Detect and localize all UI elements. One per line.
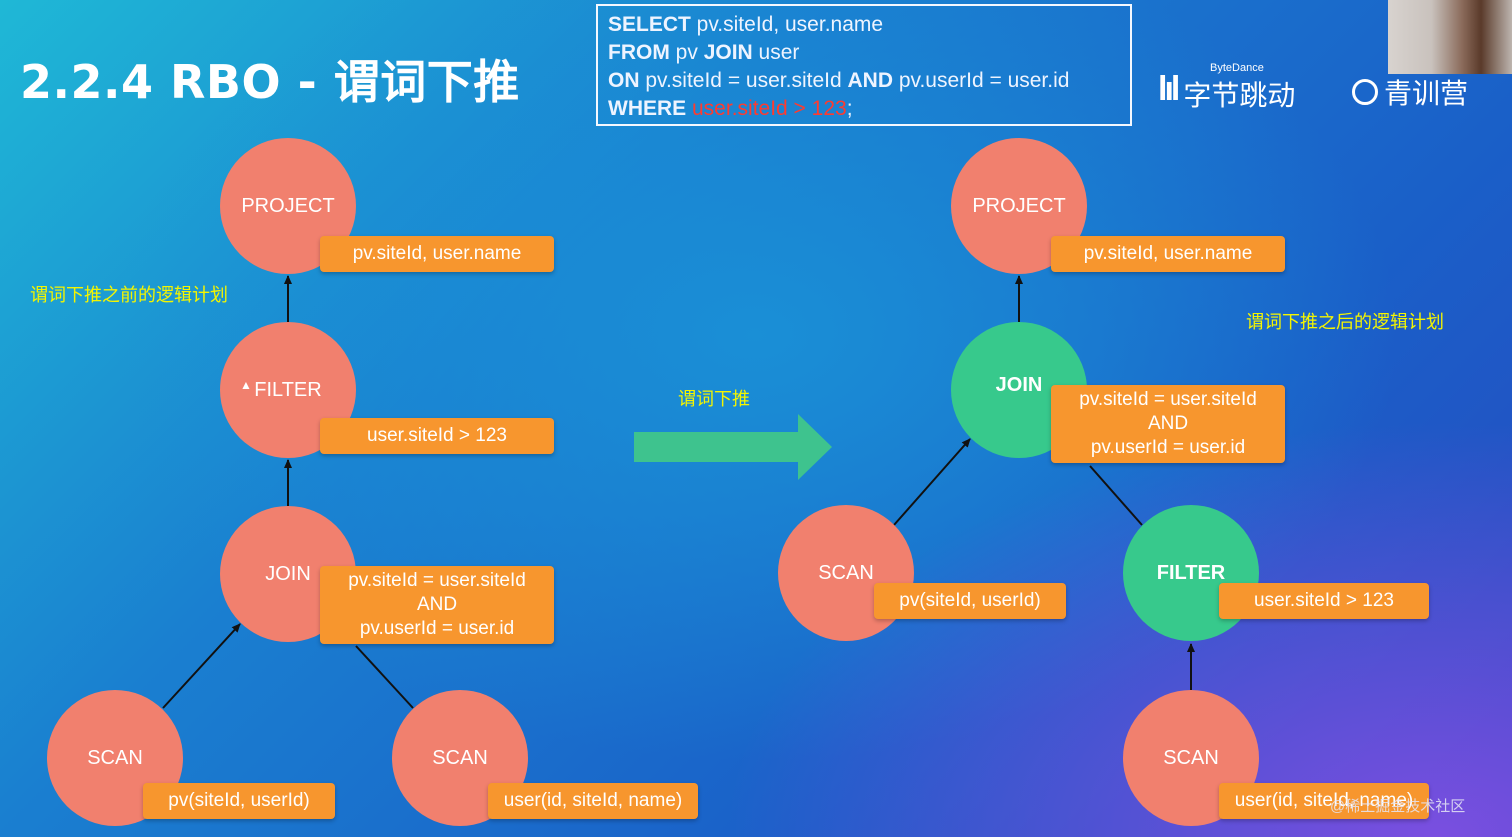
pushdown-arrow-caption: 谓词下推: [678, 389, 750, 409]
sql-text: ;: [846, 97, 853, 120]
sql-keyword: WHERE: [608, 97, 687, 120]
left-scan-user-label: user(id, siteId, name): [488, 783, 698, 819]
right-plan-caption: 谓词下推之后的逻辑计划: [1246, 312, 1444, 332]
sql-text: pv.siteId = user.siteId: [639, 69, 848, 92]
edge-scan-pv-to-join: [162, 623, 241, 709]
join-condition-line: pv.siteId = user.siteId: [348, 570, 526, 591]
node-label: JOIN: [995, 373, 1043, 396]
edge-scan-pv-to-join-right: [893, 438, 971, 526]
node-label: PROJECT: [241, 194, 335, 217]
join-condition-line: pv.userId = user.id: [1090, 437, 1246, 458]
edge-scan-user-to-join: [355, 645, 414, 709]
right-join-label: pv.siteId = user.siteId AND pv.userId = …: [1051, 385, 1285, 463]
right-filter-node: FILTER: [1123, 505, 1259, 641]
sql-text: pv.userId = user.id: [892, 69, 1070, 92]
qingxunying-mark-icon: [1352, 79, 1378, 105]
sql-highlight-condition: user.siteId > 123: [686, 97, 847, 120]
qingxunying-logo-text: 青训营: [1384, 78, 1469, 109]
right-project-label: pv.siteId, user.name: [1051, 236, 1285, 272]
join-condition-line: pv.siteId = user.siteId: [1079, 389, 1257, 410]
left-join-label: pv.siteId = user.siteId AND pv.userId = …: [320, 566, 554, 644]
sql-keyword: ON: [608, 69, 640, 92]
join-condition-line: pv.userId = user.id: [359, 618, 515, 639]
left-project-label: pv.siteId, user.name: [320, 236, 554, 272]
node-label: SCAN: [818, 561, 874, 584]
sql-keyword: JOIN: [703, 41, 753, 64]
bytedance-logo-small-text: ByteDance: [1210, 62, 1264, 74]
node-label: SCAN: [1163, 746, 1219, 769]
right-scan-pv-label: pv(siteId, userId): [874, 583, 1066, 619]
node-label: JOIN: [265, 562, 311, 585]
join-condition-line: AND: [1147, 413, 1189, 434]
node-label: SCAN: [87, 746, 143, 769]
right-scan-pv-node: SCAN: [778, 505, 914, 641]
sql-query-box: SELECT pv.siteId, user.name FROM pv JOIN…: [596, 4, 1132, 126]
left-scan-pv-label: pv(siteId, userId): [143, 783, 335, 819]
join-condition-line: AND: [416, 594, 458, 615]
left-filter-label: user.siteId > 123: [320, 418, 554, 454]
sql-text: user: [752, 41, 800, 64]
sql-keyword: FROM: [608, 41, 670, 64]
bytedance-logo: lıl ByteDance 字节跳动: [1158, 62, 1296, 114]
webcam-overlay: [1388, 0, 1512, 74]
sql-text: pv.siteId, user.name: [690, 13, 884, 36]
pushdown-arrow-icon: [634, 414, 832, 480]
node-label: FILTER: [1156, 561, 1226, 584]
node-label: PROJECT: [972, 194, 1066, 217]
bytedance-logo-text: 字节跳动: [1183, 80, 1296, 111]
right-filter-label: user.siteId > 123: [1219, 583, 1429, 619]
edge-filter-to-join-right: [1089, 465, 1143, 526]
slide-title: 2.2.4 RBO - 谓词下推: [20, 55, 520, 109]
left-plan-caption: 谓词下推之前的逻辑计划: [30, 285, 228, 305]
mouse-cursor-icon: ▲: [240, 378, 252, 392]
node-label: SCAN: [432, 746, 488, 769]
right-scan-user-label: user(id, siteId, name): [1219, 783, 1429, 819]
sql-keyword: SELECT: [608, 13, 691, 36]
qingxunying-logo: 青训营: [1352, 72, 1468, 112]
sql-text: pv: [669, 41, 704, 64]
sql-keyword: AND: [847, 69, 893, 92]
node-label: FILTER: [254, 378, 322, 401]
watermark: @稀土掘金技术社区: [1330, 798, 1466, 815]
bytedance-mark-icon: lıl: [1158, 69, 1180, 108]
